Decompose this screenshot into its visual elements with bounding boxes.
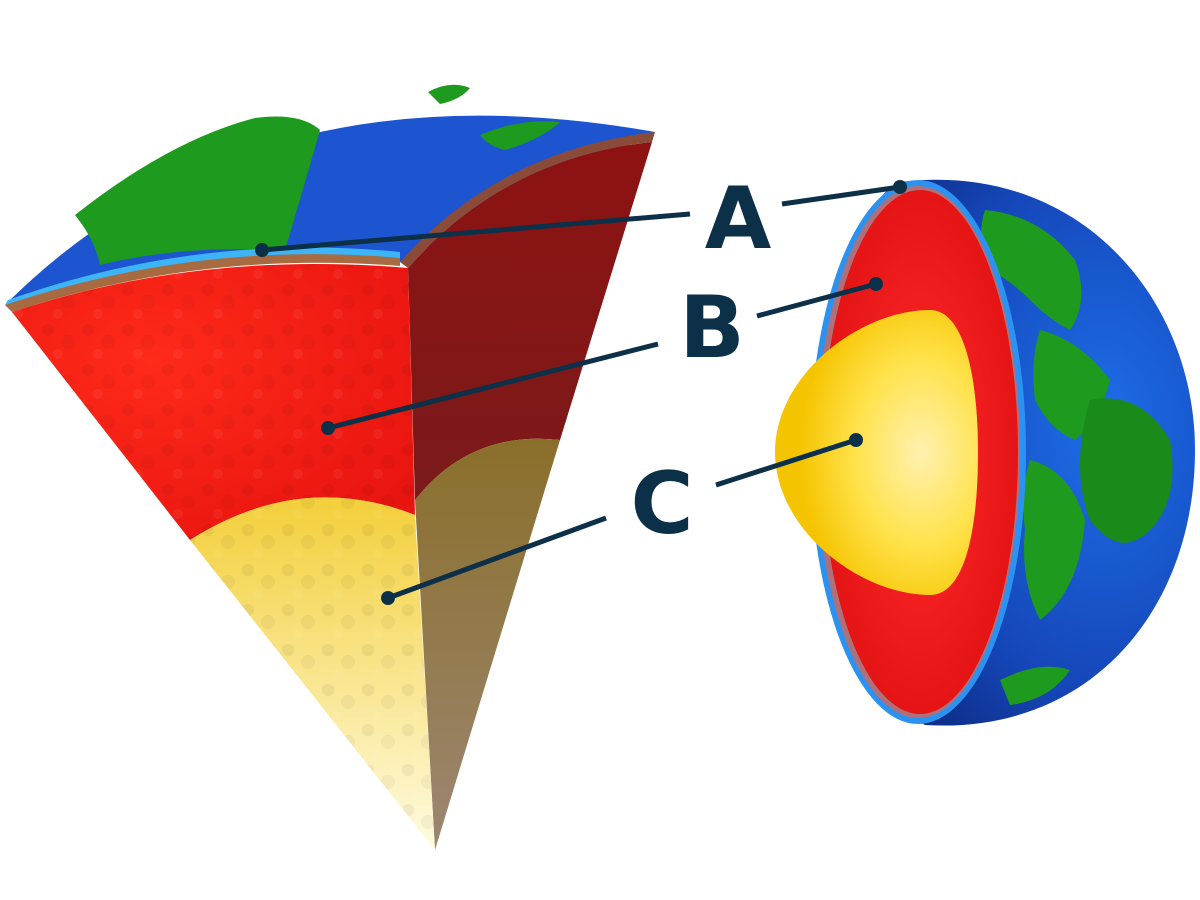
globe-land-3	[1080, 398, 1173, 543]
label-b-point-left	[321, 421, 335, 435]
label-a-leader-left	[261, 211, 691, 253]
label-a-leader-right	[781, 184, 901, 207]
globe-land-4	[1023, 460, 1085, 620]
label-c-point-left	[381, 591, 395, 605]
label-c-leader-right	[715, 437, 857, 488]
wedge-side-core	[415, 438, 560, 850]
earth-globe-cutaway	[775, 179, 1195, 726]
wedge-crust-rim-light	[5, 247, 400, 305]
wedge-surface-land-3	[480, 121, 560, 150]
label-c-callout: C	[381, 433, 863, 605]
label-a-callout: A	[255, 169, 907, 269]
label-b-point-right	[869, 277, 883, 291]
label-a: A	[705, 169, 772, 269]
globe-core	[775, 310, 978, 595]
label-b: B	[679, 278, 745, 378]
globe-land-5	[1000, 666, 1070, 705]
label-a-point-right	[893, 180, 907, 194]
earth-wedge-cutaway	[5, 84, 655, 850]
wedge-surface-land-2	[428, 84, 470, 104]
label-c-leader-left	[387, 515, 607, 601]
label-c-point-right	[849, 433, 863, 447]
wedge-surface-land	[75, 116, 320, 265]
label-b-callout: B	[321, 277, 883, 435]
label-c: C	[630, 454, 693, 554]
wedge-front-mantle-texture	[12, 263, 415, 540]
label-a-point-left	[255, 243, 269, 257]
wedge-front-core-texture	[190, 497, 435, 850]
label-b-leader-left	[327, 341, 659, 431]
globe-land-1	[981, 210, 1082, 330]
label-b-leader-right	[756, 281, 877, 319]
wedge-surface-ocean	[5, 115, 655, 305]
wedge-crust-rim-front	[5, 253, 400, 312]
